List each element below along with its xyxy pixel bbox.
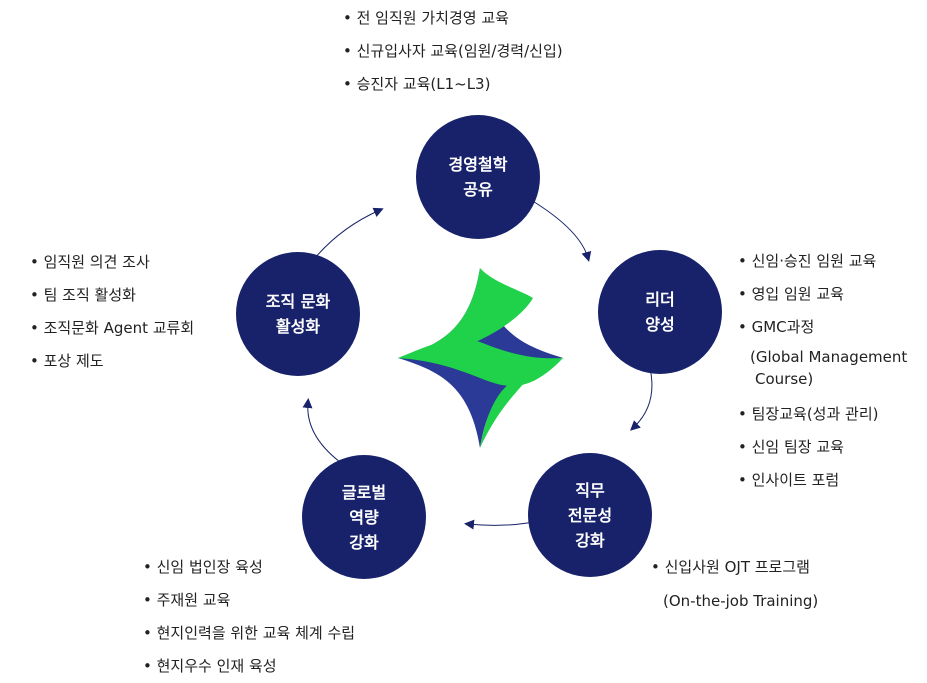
- list-item: • 신입사원 OJT 프로그램: [651, 558, 810, 576]
- node-expertise: 직무 전문성 강화: [528, 453, 652, 577]
- list-item: • 팀장교육(성과 관리): [738, 405, 879, 423]
- list-item: • 신임 팀장 교육: [738, 438, 844, 456]
- node-label: 역량: [349, 507, 379, 527]
- list-item: • 주재원 교육: [143, 591, 231, 609]
- list-item-continuation: Course): [755, 370, 814, 388]
- node-leadership: 리더 양성: [598, 250, 722, 374]
- list-culture: • 임직원 의견 조사 • 팀 조직 활성화 • 조직문화 Agent 교류회 …: [30, 246, 194, 378]
- arc-global-to-culture: [302, 398, 341, 463]
- node-label: 활성화: [275, 317, 321, 336]
- node-global: 글로벌 역량 강화: [302, 455, 426, 579]
- center-logo-icon: [398, 268, 563, 448]
- list-item: • 임직원 의견 조사: [30, 253, 150, 271]
- list-item: • 승진자 교육(L1~L3): [343, 75, 491, 93]
- list-item: • 인사이트 포럼: [738, 471, 840, 489]
- arc-philosophy-to-leadership: [530, 199, 592, 262]
- node-label: 직무: [575, 480, 605, 500]
- node-label: 공유: [463, 180, 493, 199]
- node-label: 강화: [349, 532, 379, 552]
- list-item: • 조직문화 Agent 교류회: [30, 319, 195, 337]
- node-label: 전문성: [567, 505, 613, 525]
- list-item: • GMC과정: [738, 318, 815, 336]
- node-label: 글로벌: [341, 482, 387, 502]
- node-culture: 조직 문화 활성화: [236, 252, 360, 376]
- list-leadership: • 신임·승진 임원 교육 • 영입 임원 교육 • GMC과정 (Global…: [738, 245, 907, 497]
- node-label: 리더: [645, 290, 675, 309]
- list-expertise: • 신입사원 OJT 프로그램 (On-the-job Training): [651, 551, 818, 612]
- list-item: • 신규입사자 교육(임원/경력/신입): [343, 42, 563, 60]
- node-label: 양성: [645, 315, 675, 334]
- node-philosophy: 경영철학 공유: [416, 115, 540, 239]
- list-item-continuation: (On-the-job Training): [663, 592, 819, 610]
- node-label: 조직 문화: [265, 292, 331, 311]
- list-item: • 신임 법인장 육성: [143, 558, 263, 576]
- node-label: 경영철학: [448, 155, 508, 174]
- list-philosophy: • 전 임직원 가치경영 교육 • 신규입사자 교육(임원/경력/신입) • 승…: [343, 2, 563, 101]
- list-item: • 영입 임원 교육: [738, 285, 844, 303]
- arc-leadership-to-expertise: [630, 367, 653, 431]
- list-item: • 전 임직원 가치경영 교육: [343, 9, 509, 27]
- list-item: • 포상 제도: [30, 352, 104, 370]
- list-item: • 신임·승진 임원 교육: [738, 252, 877, 270]
- list-global: • 신임 법인장 육성 • 주재원 교육 • 현지인력을 위한 교육 체계 수립…: [143, 551, 355, 683]
- list-item-continuation: (Global Management: [750, 348, 908, 366]
- node-label: 강화: [575, 530, 605, 550]
- list-item: • 팀 조직 활성화: [30, 286, 136, 304]
- list-item: • 현지인력을 위한 교육 체계 수립: [143, 624, 356, 642]
